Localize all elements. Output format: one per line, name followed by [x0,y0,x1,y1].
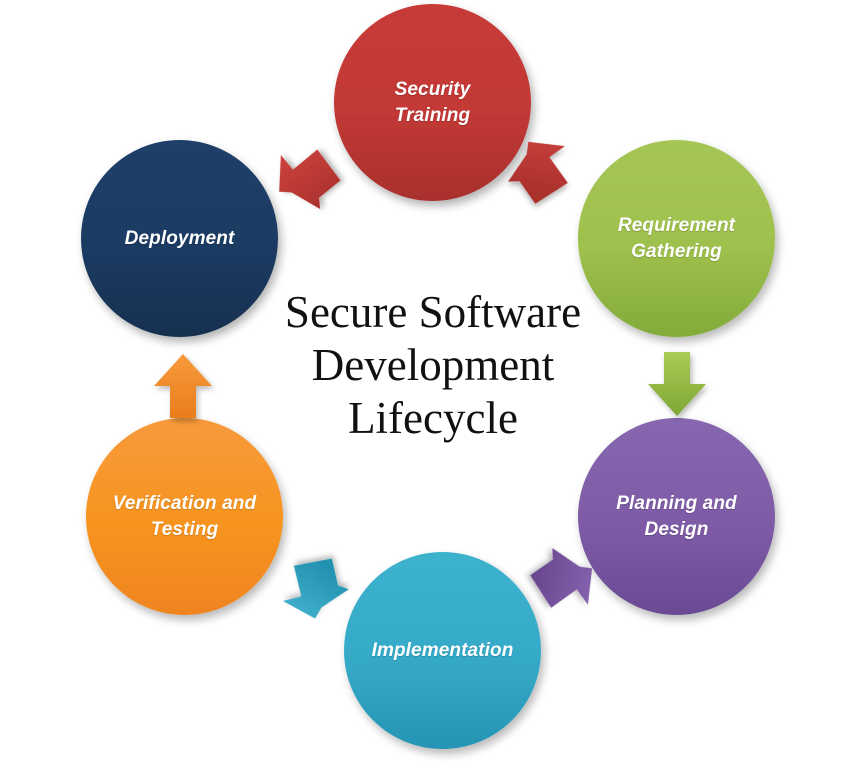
diagram-title: Secure Software Development Lifecycle [284,287,582,444]
arrow-implementation-to-verification-testing [272,544,368,630]
arrow-planning-design-to-implementation [524,546,620,632]
arrow-security-training-to-requirement-gathering [508,132,604,218]
node-label-implementation: Implementation [371,639,514,661]
node-label-deployment: Deployment [124,227,235,249]
node-label-requirement-gathering: Requirement Gathering [617,215,736,262]
node-deployment[interactable]: Deployment [81,140,278,337]
node-label-security-training: Security Training [394,79,471,126]
node-security-training[interactable]: Security Training [334,4,531,201]
node-requirement-gathering[interactable]: Requirement Gathering [578,140,775,337]
node-implementation[interactable]: Implementation [344,552,541,749]
node-planning-design[interactable]: Planning and Design [578,418,775,615]
node-label-verification-testing: Verification and Testing [112,493,257,540]
arrow-verification-testing-to-deployment [140,344,226,426]
node-label-planning-design: Planning and Design [616,493,737,540]
arrow-requirement-gathering-to-planning-design [634,346,720,426]
arrow-deployment-to-security-training [270,132,366,214]
node-verification-testing[interactable]: Verification and Testing [86,418,283,615]
